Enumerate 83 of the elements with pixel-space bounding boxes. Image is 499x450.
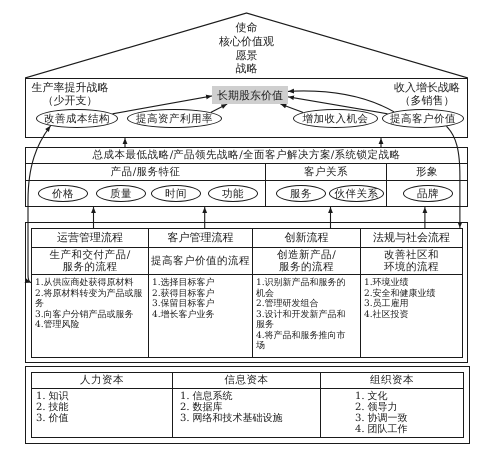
section-heading: 形象 (387, 164, 467, 181)
process-column (31, 228, 149, 358)
column-heading: 法规与社会流程 (361, 229, 462, 248)
arrow (122, 138, 128, 147)
process-description: 提高客户价值的流程 (149, 248, 252, 275)
arrow (288, 88, 394, 112)
column-heading: 运营管理流程 (32, 229, 148, 248)
list-item: 4.管理风险 (35, 320, 80, 330)
goal-box: 长期股东价值 (212, 86, 288, 104)
list-item: 3. 网络和技术基础设施 (180, 413, 283, 424)
arrow (446, 126, 462, 228)
list-item: 1. 信息系统 (180, 391, 233, 402)
list-item: 1. 文化 (355, 391, 388, 402)
column-heading: 信息资本 (173, 373, 320, 389)
strategy-heading: 收入增长战略（多销售） (393, 81, 461, 107)
column-heading: 创新流程 (253, 229, 360, 248)
list-item: 3.设计和开发新产品和服务 (256, 310, 347, 330)
strategy-options-heading: 总成本最低战略/产品领先战略/全面客户解决方案/系统锁定战略 (92, 149, 400, 162)
attribute-oval: 服务 (276, 185, 326, 202)
core-values-text: 核心价值观 (219, 35, 274, 48)
list-item: 2.将原材料转变为产品或服务 (35, 288, 144, 310)
process-column (252, 228, 361, 358)
capital-column (320, 372, 464, 438)
arrow (112, 94, 212, 114)
objective-oval: 提高客户价值 (382, 109, 464, 128)
arrow (280, 103, 304, 113)
list-item: 4.将产品和服务推向市场 (256, 330, 347, 352)
objective-oval: 提高资产利用率 (127, 109, 222, 128)
list-item: 3. 协调一致 (355, 413, 408, 424)
attribute-oval: 品牌 (403, 185, 453, 202)
process-description: 改善社区和环境的流程 (361, 248, 462, 275)
strategy-heading: 生产率提升战略（少开支） (30, 81, 110, 107)
attribute-oval: 时间 (151, 185, 201, 202)
process-column (360, 228, 463, 358)
arrow (210, 104, 228, 113)
process-panel (25, 222, 468, 363)
list-item: 2.安全和健康业绩 (364, 288, 436, 298)
process-description: 创造新产品/服务的流程 (253, 248, 360, 275)
double-arrow (24, 125, 52, 284)
list-item: 3.员工雇用 (364, 299, 409, 310)
list-item: 1.环境业绩 (364, 278, 409, 288)
attribute-oval: 质量 (96, 185, 146, 202)
list-item: 3.向客户分销产品或服务 (35, 310, 134, 320)
arrow (378, 138, 384, 147)
list-item: 2. 数据库 (180, 402, 223, 413)
arrow (328, 207, 333, 228)
list-item: 2. 领导力 (355, 402, 398, 413)
list-item: 2. 技能 (36, 402, 69, 413)
capital-column (172, 372, 321, 438)
column-heading: 人力资本 (32, 373, 172, 389)
column-heading: 组织资本 (321, 373, 463, 389)
attribute-oval: 价格 (38, 185, 88, 202)
attribute-oval: 功能 (208, 185, 258, 202)
strategy-text: 战略 (236, 62, 258, 75)
list-item: 4.增长客户业务 (152, 310, 215, 320)
process-description: 生产和交付产品/服务的流程 (32, 248, 148, 275)
process-column (148, 228, 253, 358)
arrow (202, 207, 208, 228)
objective-oval: 改善成本结构 (36, 109, 118, 128)
column-heading: 客户管理流程 (149, 229, 252, 248)
attribute-oval: 伙伴关系 (329, 185, 384, 202)
arrow (288, 95, 388, 114)
list-item: 4.社区投资 (364, 310, 409, 320)
list-item: 2.管理研发组合 (256, 299, 319, 310)
section-heading: 产品/服务特征 (26, 164, 265, 181)
list-item: 4. 团队工作 (355, 424, 408, 435)
list-item: 1.从供应商处获得原材料 (35, 278, 134, 288)
capital-panel (25, 366, 470, 444)
financial-panel (25, 78, 468, 138)
section-heading: 客户关系 (266, 164, 386, 181)
list-item: 1.识别新产品和服务的机会 (256, 278, 347, 298)
list-item: 2.获得目标客户 (152, 288, 215, 298)
arrow (91, 207, 96, 228)
list-item: 1. 知识 (36, 391, 69, 402)
vision-text: 愿景 (236, 48, 258, 62)
objective-oval: 增加收入机会 (293, 109, 378, 128)
arrow (422, 207, 428, 228)
customer-panel (25, 147, 468, 207)
mission-text: 使命 (236, 21, 258, 34)
capital-column (31, 372, 173, 438)
list-item: 3.保留目标客户 (152, 299, 215, 310)
list-item: 3. 价值 (36, 413, 69, 424)
list-item: 1.选择目标客户 (152, 278, 215, 288)
